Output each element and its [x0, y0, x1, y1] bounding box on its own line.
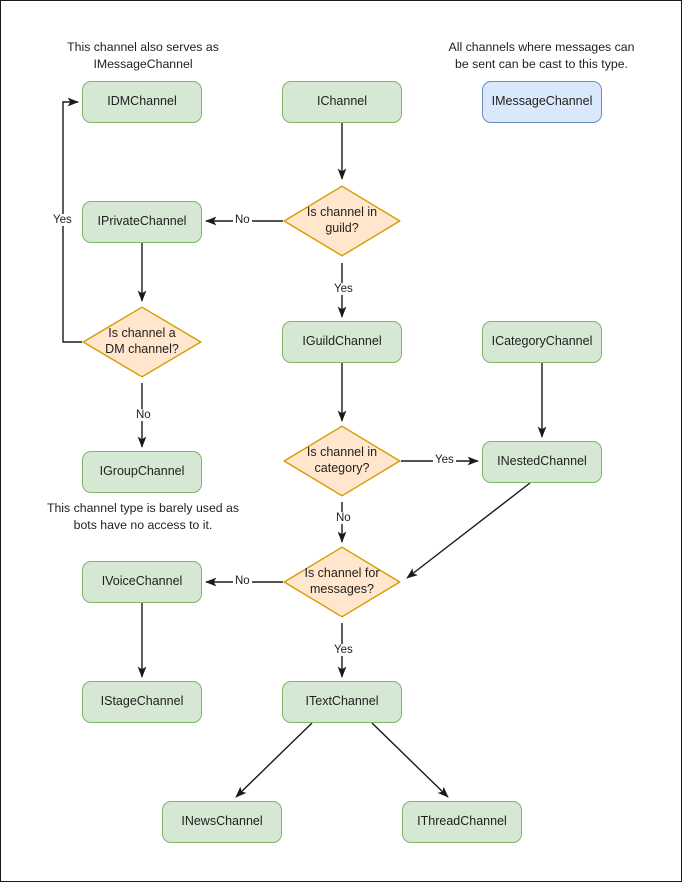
edge-label-msg-no: No: [233, 575, 252, 587]
edge-label-guild-yes: Yes: [332, 283, 355, 295]
edge-label-dm-yes: Yes: [51, 214, 74, 226]
diamond-shape: [82, 306, 202, 378]
node-ithreadchannel[interactable]: IThreadChannel: [402, 801, 522, 843]
node-idmchannel[interactable]: IDMChannel: [82, 81, 202, 123]
edge-text-to-thread: [371, 722, 449, 798]
node-itextchannel[interactable]: ITextChannel: [282, 681, 402, 723]
annotation-note-message: All channels where messages can be sent …: [448, 40, 635, 71]
annotation-note-dm: This channel also serves as IMessageChan…: [67, 40, 219, 71]
node-icategorychannel[interactable]: ICategoryChannel: [482, 321, 602, 363]
annotation-note-group: This channel type is barely used as bots…: [46, 501, 240, 532]
edge-label-dm-no: No: [134, 409, 153, 421]
edge-nested-to-messages: [406, 482, 531, 579]
decision-label: Is channel for messages?: [304, 566, 380, 596]
node-imessagechannel[interactable]: IMessageChannel: [482, 81, 602, 123]
edge-label-cat-yes: Yes: [433, 454, 456, 466]
decision-label: Is channel in category?: [306, 445, 378, 475]
edge-label-msg-yes: Yes: [332, 644, 355, 656]
node-inestedchannel[interactable]: INestedChannel: [482, 441, 602, 483]
decision-label: Is channel a DM channel?: [105, 326, 179, 356]
decision-is-dm-channel[interactable]: Is channel a DM channel?: [82, 306, 202, 378]
diamond-shape: [283, 425, 401, 497]
decision-is-in-guild[interactable]: Is channel in guild?: [283, 185, 401, 257]
node-iprivatechannel[interactable]: IPrivateChannel: [82, 201, 202, 243]
node-igroupchannel[interactable]: IGroupChannel: [82, 451, 202, 493]
node-inewschannel[interactable]: INewsChannel: [162, 801, 282, 843]
edge-label-cat-no: No: [334, 512, 353, 524]
decision-is-in-category[interactable]: Is channel in category?: [283, 425, 401, 497]
edge-label-guild-no: No: [233, 214, 252, 226]
node-iguildchannel[interactable]: IGuildChannel: [282, 321, 402, 363]
node-ichannel[interactable]: IChannel: [282, 81, 402, 123]
node-istagechannel[interactable]: IStageChannel: [82, 681, 202, 723]
diamond-shape: [283, 546, 401, 618]
node-ivoicechannel[interactable]: IVoiceChannel: [82, 561, 202, 603]
diamond-shape: [283, 185, 401, 257]
edge-text-to-news: [235, 722, 313, 798]
decision-is-for-messages[interactable]: Is channel for messages?: [283, 546, 401, 618]
decision-label: Is channel in guild?: [306, 205, 378, 235]
